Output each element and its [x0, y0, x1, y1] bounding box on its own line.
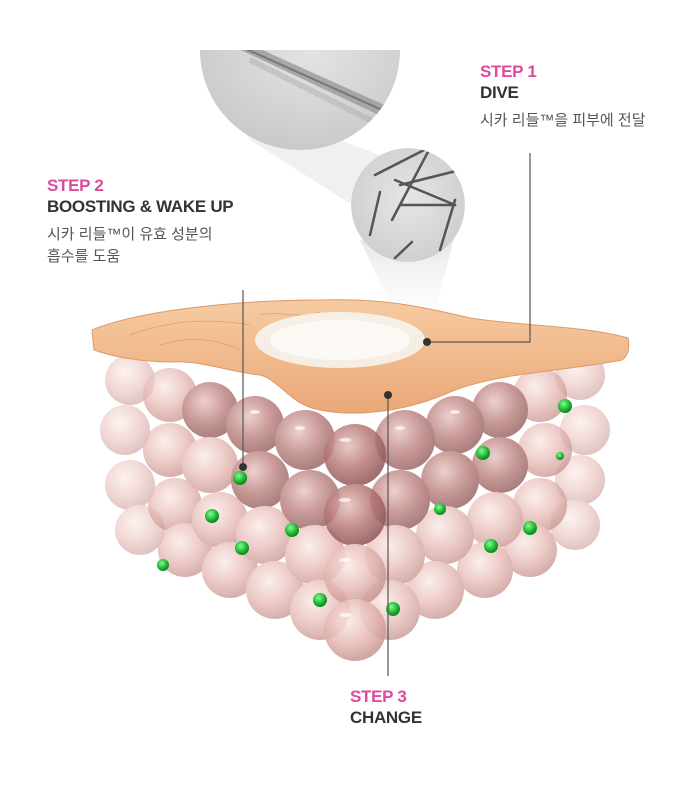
- leader-dot-step3: [384, 391, 392, 399]
- step1-title: DIVE: [480, 83, 519, 102]
- step2-number: STEP 2: [47, 176, 104, 195]
- step3-number: STEP 3: [350, 687, 407, 706]
- leader-dot-step1: [423, 338, 431, 346]
- step2-description-line1: 시카 리들™이 유효 성분의: [47, 226, 213, 243]
- step1-label: STEP 1 DIVE 시카 리들™을 피부에 전달: [480, 62, 646, 132]
- step3-title: CHANGE: [350, 708, 422, 727]
- skin-layer-cells-icon: [91, 299, 630, 661]
- leader-line-step1: [427, 153, 531, 343]
- step2-description: 시카 리들™이 유효 성분의 흡수를 도움: [47, 224, 233, 268]
- spicule-cluster-icon: [351, 148, 465, 262]
- step2-title: BOOSTING & WAKE UP: [47, 197, 234, 216]
- step1-description: 시카 리들™을 피부에 전달: [480, 112, 646, 129]
- leader-lines: [242, 153, 531, 676]
- step2-description-line2: 흡수를 도움: [47, 248, 121, 265]
- step2-label: STEP 2 BOOSTING & WAKE UP 시카 리들™이 유효 성분의…: [47, 176, 234, 268]
- leader-dot-step2: [239, 463, 247, 471]
- step1-number: STEP 1: [480, 62, 537, 81]
- active-ingredient-dots: [157, 399, 572, 616]
- step3-label: STEP 3 CHANGE: [350, 687, 422, 729]
